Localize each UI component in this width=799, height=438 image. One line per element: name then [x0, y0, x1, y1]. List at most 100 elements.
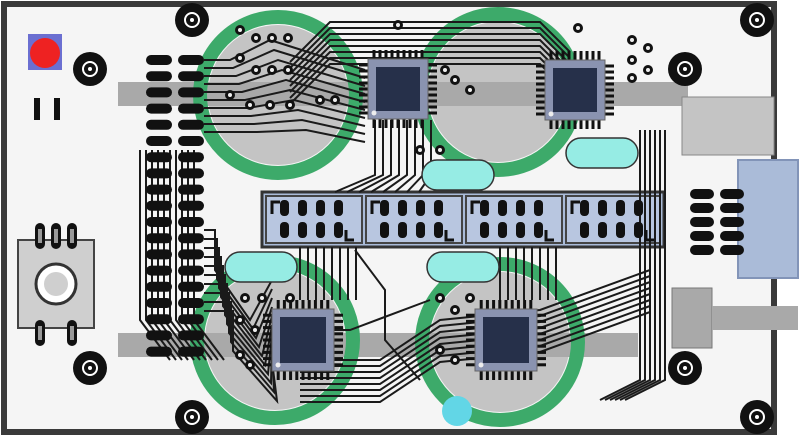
via-hole — [260, 296, 264, 300]
via-hole — [468, 88, 472, 92]
chip-pin — [428, 93, 437, 97]
relay-mark — [570, 200, 580, 214]
chip-pin — [605, 112, 614, 116]
relay-pad — [598, 222, 607, 238]
chip-pin1-mark — [548, 111, 554, 117]
relay-pad — [634, 200, 643, 216]
chip-pin — [390, 119, 394, 128]
header-pad — [178, 298, 204, 308]
chip-pin — [384, 119, 388, 128]
via-hole — [243, 296, 247, 300]
relay-mark — [370, 200, 380, 214]
trace — [204, 128, 366, 143]
chip-pin — [420, 50, 424, 59]
via-hole — [630, 38, 634, 42]
chip-pin — [320, 300, 324, 309]
chip-pin — [384, 50, 388, 59]
chip-pin — [537, 363, 546, 367]
chips — [263, 50, 614, 380]
chip-pin — [334, 350, 343, 354]
via-hole — [453, 358, 457, 362]
chip-pin — [289, 371, 293, 380]
via-hole — [453, 78, 457, 82]
header-pad — [690, 217, 714, 227]
chip-pin — [504, 371, 508, 380]
header-pad — [146, 168, 172, 179]
chip-pin — [334, 363, 343, 367]
via-hole — [270, 68, 274, 72]
trace — [609, 130, 651, 401]
trace — [204, 118, 366, 135]
via-hole — [238, 56, 242, 60]
header-pad — [146, 249, 172, 260]
chip-pin — [428, 111, 437, 115]
relay-mark — [444, 230, 454, 242]
trace — [354, 249, 421, 381]
chip-pin — [263, 350, 272, 354]
switch-pin-slot — [54, 229, 58, 243]
chip-pin — [396, 50, 400, 59]
chip-pin — [282, 371, 286, 380]
chip-pin — [326, 371, 330, 380]
led-icon — [30, 38, 60, 68]
chip-pin — [591, 120, 595, 129]
relay-pad — [616, 200, 625, 216]
chip-pin — [428, 63, 437, 67]
via-hole — [630, 76, 634, 80]
crystal-3 — [224, 251, 298, 283]
via-hole — [443, 68, 447, 72]
via-hole — [228, 93, 232, 97]
header-pad — [146, 87, 172, 98]
block-right-top — [681, 96, 775, 156]
chip-pin — [466, 344, 475, 348]
relay-pad — [298, 200, 307, 216]
relay-pad — [534, 222, 543, 238]
chip-pin — [510, 300, 514, 309]
chip-die — [553, 68, 597, 112]
chip-pin — [504, 300, 508, 309]
cyan-dot — [442, 396, 472, 426]
header-pad — [178, 119, 204, 130]
chip-pin — [263, 332, 272, 336]
trace — [204, 68, 366, 95]
header-pad — [720, 203, 744, 213]
header-pad — [146, 217, 172, 227]
via-hole — [248, 103, 252, 107]
chip-pin — [561, 120, 565, 129]
hole-ring — [184, 12, 200, 28]
trace — [204, 38, 366, 71]
relay-mark — [270, 200, 280, 214]
relay-pad — [480, 222, 489, 238]
chip-pin — [549, 51, 553, 60]
chip-pin — [307, 371, 311, 380]
switch-pin-slot — [70, 229, 74, 243]
trace — [614, 130, 656, 401]
header-pad — [146, 119, 172, 130]
chip-pin — [561, 51, 565, 60]
chip-pin — [536, 94, 545, 98]
chip-pin — [605, 70, 614, 74]
chip-pin — [408, 50, 412, 59]
chip-die — [483, 317, 529, 363]
chip-pin — [402, 50, 406, 59]
trace — [204, 310, 279, 405]
switch-pin-slot — [38, 326, 42, 340]
chip-pin1-mark — [371, 110, 377, 116]
header-pad — [146, 152, 172, 163]
chip-pin — [605, 82, 614, 86]
relay-pad — [616, 222, 625, 238]
header-pad — [146, 314, 172, 325]
chip-pin — [372, 119, 376, 128]
header-pad — [178, 136, 204, 146]
header-pad — [178, 265, 204, 276]
chip-pin — [263, 338, 272, 342]
relay-pad — [598, 200, 607, 216]
relay-pad — [434, 200, 443, 216]
block-right-bottom — [671, 287, 713, 349]
chip-pin — [529, 371, 533, 380]
trace — [204, 247, 273, 341]
chip-pin — [597, 120, 601, 129]
chip-pin — [320, 371, 324, 380]
chip-pin — [359, 93, 368, 97]
